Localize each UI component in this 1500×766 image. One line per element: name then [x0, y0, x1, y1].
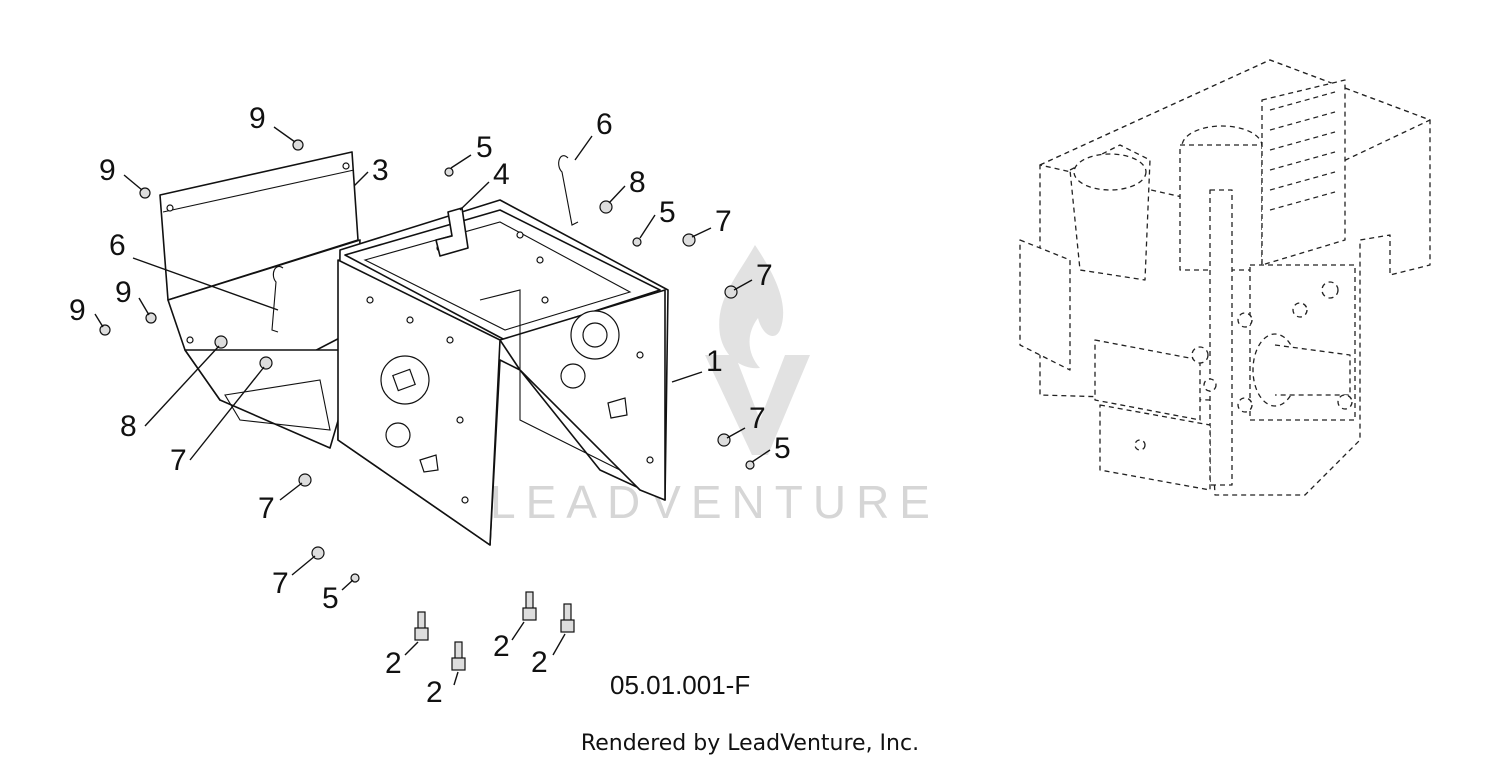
bolt-hardware — [414, 591, 575, 671]
callout-2: 2 — [385, 647, 402, 680]
watermark-flame-logo — [719, 245, 784, 369]
callout-9: 9 — [115, 276, 132, 309]
engine-reference-outline — [1019, 59, 1431, 496]
callout-7: 7 — [715, 205, 732, 238]
callout-2: 2 — [493, 630, 510, 663]
watermark-text: LEADVENTURE — [490, 476, 940, 528]
callout-5: 5 — [659, 196, 676, 229]
callout-6: 6 — [596, 108, 613, 141]
frame-housing-part — [337, 199, 669, 546]
footer-credit: Rendered by LeadVenture, Inc. — [580, 731, 920, 756]
leader-lines — [94, 126, 771, 686]
callout-2: 2 — [531, 646, 548, 679]
figure-reference-code: 05.01.001-F — [610, 670, 751, 700]
callout-3: 3 — [372, 154, 389, 187]
callout-5: 5 — [476, 131, 493, 164]
callout-7: 7 — [170, 444, 187, 477]
callout-8: 8 — [120, 410, 137, 443]
callout-8: 8 — [629, 166, 646, 199]
callout-9: 9 — [69, 294, 86, 327]
callout-9: 9 — [249, 102, 266, 135]
watermark-v-logo — [705, 355, 810, 455]
callout-1: 1 — [706, 345, 723, 378]
callout-9: 9 — [99, 154, 116, 187]
hook-rod-part-left — [271, 266, 284, 333]
hook-rod-part-upper — [558, 155, 579, 226]
shield-plate-part — [159, 151, 361, 449]
callout-5: 5 — [774, 432, 791, 465]
callout-labels: 9 9 9 9 3 6 8 7 5 4 6 8 5 7 7 1 7 5 7 7 … — [69, 102, 791, 709]
callout-5: 5 — [322, 582, 339, 615]
callout-7: 7 — [756, 259, 773, 292]
leadventure-watermark: LEADVENTURE — [490, 245, 940, 528]
callout-4: 4 — [493, 158, 510, 191]
callout-7: 7 — [258, 492, 275, 525]
callout-2: 2 — [426, 676, 443, 709]
callout-7: 7 — [272, 567, 289, 600]
callout-7: 7 — [749, 402, 766, 435]
callout-6: 6 — [109, 229, 126, 262]
